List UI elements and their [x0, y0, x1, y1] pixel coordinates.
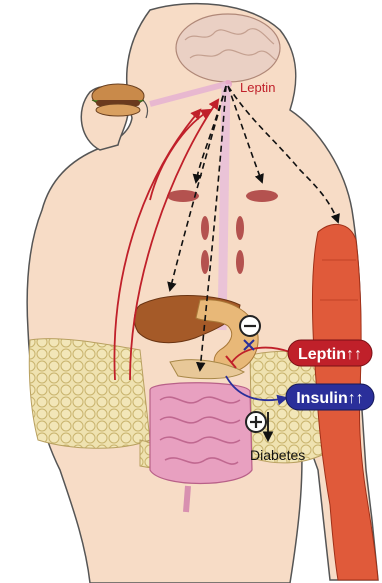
leptin-badge-label: Leptin↑↑ [298, 346, 362, 363]
inhibition-sign [240, 316, 260, 336]
leptin-badge: Leptin↑↑ [288, 340, 372, 366]
burger-icon [92, 84, 144, 116]
insulin-badge: Insulin↑↑ [286, 384, 374, 410]
stimulation-sign [246, 412, 266, 432]
leptin-brain-label: Leptin [240, 80, 275, 95]
diabetes-label: Diabetes [250, 447, 305, 463]
insulin-badge-label: Insulin↑↑ [296, 390, 364, 407]
